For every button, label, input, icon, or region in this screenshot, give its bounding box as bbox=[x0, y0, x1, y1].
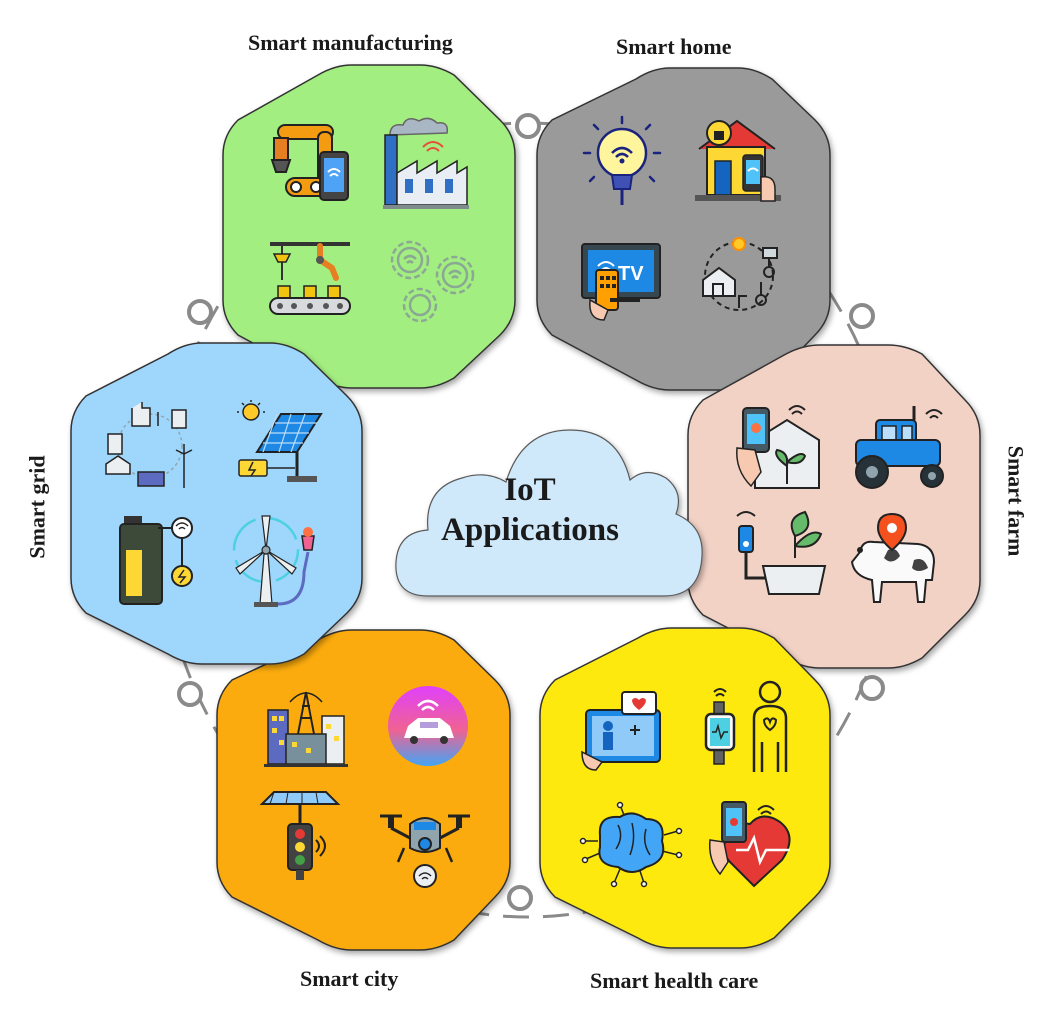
ai-brain-circuit-icon bbox=[579, 801, 683, 888]
connector-node bbox=[515, 113, 541, 139]
wireless-factory-icon bbox=[383, 117, 469, 209]
hex-smart-home: TV bbox=[536, 67, 831, 391]
svg-text:TV: TV bbox=[618, 263, 644, 285]
solar-panel-icon bbox=[237, 400, 323, 482]
center-cloud bbox=[395, 429, 703, 597]
label-smart-home: Smart home bbox=[616, 34, 732, 59]
label-smart-farm: Smart farm bbox=[1003, 445, 1029, 557]
smart-battery-icon bbox=[119, 516, 193, 605]
smart-house-lock-icon bbox=[695, 119, 781, 202]
heart-monitor-phone-icon bbox=[708, 801, 791, 888]
hex-smart-city bbox=[216, 629, 511, 951]
connected-car-icon bbox=[388, 686, 468, 766]
smartwatch-body-icon bbox=[704, 680, 788, 772]
city-antenna-icon bbox=[264, 691, 348, 767]
label-smart-health-care: Smart health care bbox=[590, 968, 759, 993]
smart-bulb-icon bbox=[582, 115, 662, 205]
connector-node bbox=[177, 681, 203, 707]
label-smart-manufacturing: Smart manufacturing bbox=[248, 30, 453, 55]
hex-smart-farm bbox=[687, 344, 981, 669]
center-title-line1: IoT bbox=[504, 472, 556, 508]
connector-node bbox=[849, 303, 875, 329]
hex-smart-health-care bbox=[539, 627, 831, 949]
smart-tv-remote-icon: TV bbox=[581, 243, 661, 321]
label-smart-grid: Smart grid bbox=[24, 455, 50, 559]
cow-location-icon bbox=[850, 512, 936, 603]
plant-sensor-icon bbox=[736, 510, 827, 595]
solar-traffic-light-icon bbox=[259, 791, 341, 880]
wireless-gears-icon bbox=[390, 240, 475, 323]
connected-tractor-icon bbox=[855, 406, 944, 489]
home-automation-cycle-icon bbox=[702, 237, 778, 311]
label-smart-city: Smart city bbox=[300, 966, 399, 991]
connector-node bbox=[507, 885, 533, 911]
center-title-line2: Applications bbox=[441, 512, 619, 548]
grid-network-icon bbox=[105, 402, 193, 488]
connector-node bbox=[187, 299, 213, 325]
health-tablet-icon bbox=[581, 691, 661, 771]
drone-icon bbox=[380, 814, 470, 888]
assembly-line-icon bbox=[269, 242, 351, 315]
smart-greenhouse-icon bbox=[736, 405, 820, 489]
robot-arm-phone-icon bbox=[270, 124, 349, 201]
hex-smart-manufacturing bbox=[222, 64, 516, 389]
connector-node bbox=[859, 675, 885, 701]
center-title: IoT Applications bbox=[395, 470, 665, 550]
hex-smart-grid bbox=[70, 342, 363, 665]
wind-turbine-plug-icon bbox=[232, 515, 315, 607]
